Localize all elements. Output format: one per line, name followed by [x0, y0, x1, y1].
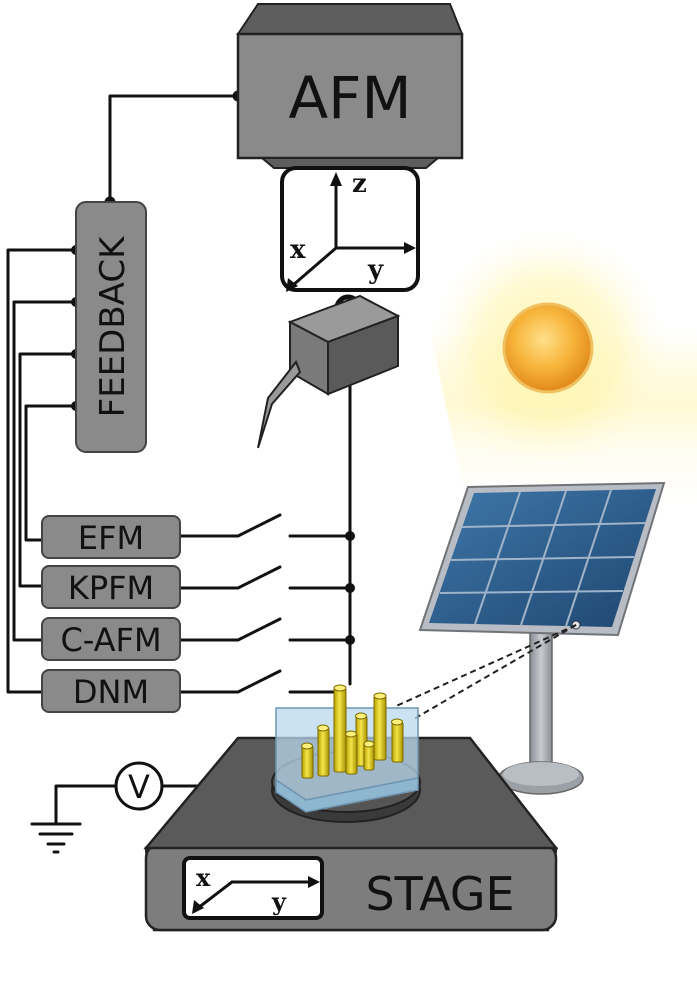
axis-y-label: y — [367, 255, 384, 285]
mode-efm-label: EFM — [78, 519, 144, 557]
projection-lines — [393, 624, 577, 721]
solar-panel — [418, 481, 666, 795]
feedback-box: FEEDBACK — [75, 201, 147, 453]
sun — [430, 230, 697, 520]
scanner-box: z x y — [280, 166, 420, 292]
mode-kpfm-label: KPFM — [68, 569, 154, 607]
voltmeter-label: V — [128, 768, 150, 806]
stage: x y STAGE — [143, 736, 559, 932]
mode-kpfm: KPFM — [41, 565, 181, 609]
mode-efm: EFM — [41, 515, 181, 559]
axis-z-label: z — [352, 169, 367, 199]
mode-dnm-label: DNM — [73, 673, 149, 711]
axis-x-label: x — [290, 235, 306, 265]
mode-cafm-label: C-AFM — [60, 621, 161, 659]
voltmeter: V — [114, 761, 164, 811]
afm-head: AFM — [236, 3, 464, 169]
afm-label: AFM — [288, 64, 411, 132]
mode-dnm: DNM — [41, 669, 181, 713]
cantilever — [257, 294, 401, 449]
feedback-label: FEEDBACK — [93, 235, 133, 417]
mode-cafm: C-AFM — [41, 617, 181, 661]
stage-axis-x-label: x — [196, 863, 211, 892]
stage-label: STAGE — [365, 867, 514, 921]
stage-axis-y-label: y — [271, 887, 287, 916]
sample — [271, 684, 421, 823]
